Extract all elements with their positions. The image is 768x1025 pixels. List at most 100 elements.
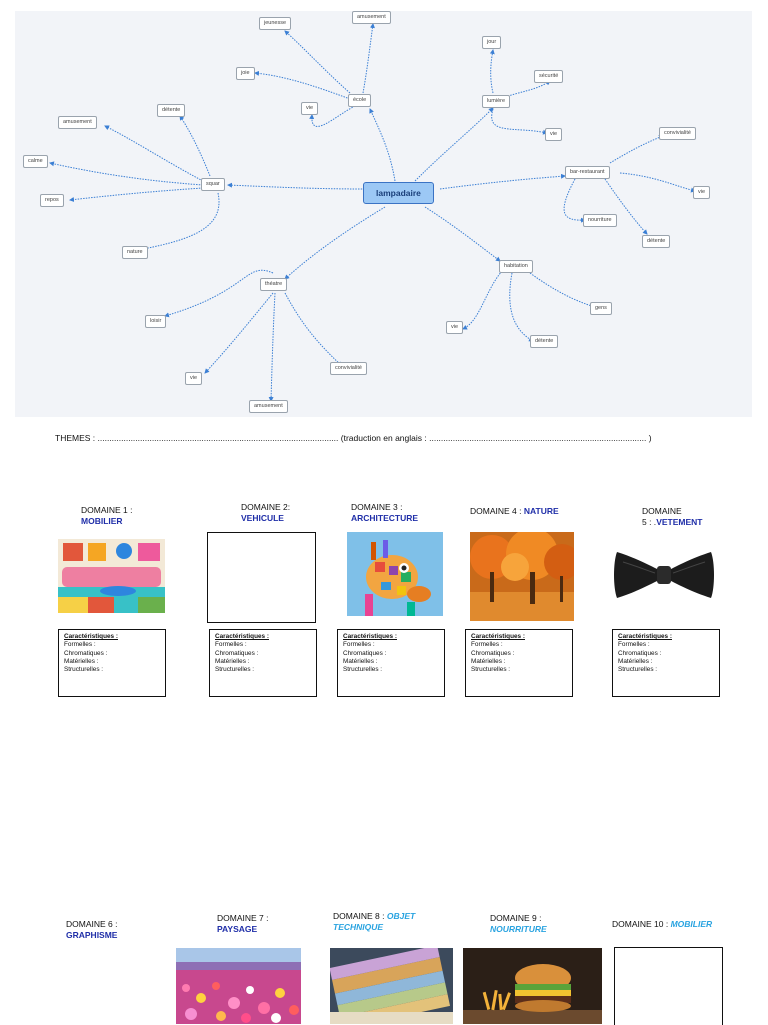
node-joie: joie xyxy=(236,67,255,80)
domain-1-name: MOBILIER xyxy=(81,515,123,526)
domain-8-name-2: TECHNIQUE xyxy=(333,921,384,932)
formelles-label: Formelles : xyxy=(343,641,375,649)
domain-3-prefix: DOMAINE 3 : xyxy=(351,502,403,512)
domain-6-title: DOMAINE 6 : GRAPHISME xyxy=(66,919,117,940)
structurelles-label: Structurelles : xyxy=(215,666,255,674)
node-vie-theatre: vie xyxy=(185,372,203,385)
domain-2-characteristics-box[interactable]: Caractéristiques : Formelles : Chromatiq… xyxy=(209,629,317,697)
domain-2-prefix: DOMAINE 2: xyxy=(241,502,291,512)
chromatiques-label: Chromatiques : xyxy=(215,649,259,657)
domain-4-image xyxy=(470,532,574,621)
link-ecole-vie xyxy=(309,105,356,127)
domain-7-image xyxy=(176,948,301,1024)
domain-1-prefix: DOMAINE 1 : xyxy=(81,505,133,515)
domain-3-title: DOMAINE 3 : ARCHITECTURE xyxy=(351,502,418,523)
node-convivialite-theatre: convivialité xyxy=(330,362,367,375)
link-habitation-detente xyxy=(509,272,534,342)
domain-6-name: GRAPHISME xyxy=(66,929,118,940)
colorful-sofa-image xyxy=(58,539,165,613)
domain-1-title: DOMAINE 1 : MOBILIER xyxy=(81,505,132,526)
node-securite: sécurité xyxy=(534,70,564,83)
formelles-label: Formelles : xyxy=(64,641,96,649)
link-central-habitation xyxy=(424,206,501,262)
node-gens: gens xyxy=(590,302,612,315)
formelles-label: Formelles : xyxy=(471,641,503,649)
node-detente-habitation: détente xyxy=(530,335,559,348)
domain-6-prefix: DOMAINE 6 : xyxy=(66,919,118,929)
domain-1-characteristics-box[interactable]: Caractéristiques : Formelles : Chromatiq… xyxy=(58,629,166,697)
domain-7-name: PAYSAGE xyxy=(217,923,258,934)
link-lumiere-vie xyxy=(491,108,548,135)
link-bar-convivialite xyxy=(609,135,664,164)
link-ecole-joie xyxy=(254,70,351,100)
central-node: lampadaire xyxy=(363,182,434,205)
link-lumiere-securite xyxy=(499,80,551,100)
characteristics-heading: Caractéristiques : xyxy=(64,633,118,640)
node-vie-lumiere: vie xyxy=(545,128,563,141)
domain-2-name: VEHICULE xyxy=(241,512,284,523)
chromatiques-label: Chromatiques : xyxy=(64,649,108,657)
node-detente-square: détente xyxy=(157,104,186,117)
domain-5-characteristics-box[interactable]: Caractéristiques : Formelles : Chromatiq… xyxy=(612,629,720,697)
domain-9-image xyxy=(463,948,602,1024)
link-square-repos xyxy=(69,187,204,203)
link-central-square xyxy=(227,182,366,190)
characteristics-heading: Caractéristiques : xyxy=(618,633,672,640)
domain-5-image xyxy=(611,540,717,608)
domain-2-title: DOMAINE 2: VEHICULE xyxy=(241,502,290,523)
domain-3-characteristics-box[interactable]: Caractéristiques : Formelles : Chromatiq… xyxy=(337,629,445,697)
link-square-detente xyxy=(179,115,211,177)
characteristics-heading: Caractéristiques : xyxy=(471,633,525,640)
domain-2-image-placeholder[interactable] xyxy=(207,532,316,623)
node-jour: jour xyxy=(482,36,502,49)
themes-line: THEMES : ...............................… xyxy=(55,433,652,443)
link-central-theatre xyxy=(284,206,386,280)
domain-5-name: VETEMENT xyxy=(656,516,703,527)
domain-5-prefix: DOMAINE xyxy=(642,506,682,516)
mind-map: lampadaire école jeunesse amusement joie… xyxy=(15,11,752,417)
node-vie-habitation: vie xyxy=(446,321,464,334)
structurelles-label: Structurelles : xyxy=(618,666,658,674)
domain-4-title: DOMAINE 4 : NATURE xyxy=(470,506,559,517)
link-central-lumiere xyxy=(414,107,494,182)
domain-9-name: NOURRITURE xyxy=(490,923,547,934)
black-bow-tie-image xyxy=(611,540,717,608)
node-detente-bar: détente xyxy=(642,235,671,248)
link-bar-nourriture xyxy=(563,178,586,223)
link-theatre-loisir xyxy=(164,269,274,318)
domain-10-prefix: DOMAINE 10 : xyxy=(612,919,669,929)
domain-8-name: OBJET xyxy=(386,911,416,921)
formelles-label: Formelles : xyxy=(215,641,247,649)
node-loisir: loisir xyxy=(145,315,167,328)
domain-4-characteristics-box[interactable]: Caractéristiques : Formelles : Chromatiq… xyxy=(465,629,573,697)
domain-10-title: DOMAINE 10 : MOBILIER xyxy=(612,919,712,930)
domain-10-image-placeholder[interactable] xyxy=(614,947,723,1025)
domain-10-name: MOBILIER xyxy=(670,919,713,929)
node-theatre: théatre xyxy=(260,278,288,291)
formelles-label: Formelles : xyxy=(618,641,650,649)
link-square-nature xyxy=(142,192,220,251)
node-vie-bar: vie xyxy=(693,186,711,199)
node-ecole: école xyxy=(348,94,372,107)
link-theatre-amusement xyxy=(268,292,276,402)
domain-7-prefix: DOMAINE 7 : xyxy=(217,913,269,923)
node-amusement-left: amusement xyxy=(58,116,97,129)
chromatiques-label: Chromatiques : xyxy=(618,649,662,657)
link-habitation-vie xyxy=(462,270,503,330)
structurelles-label: Structurelles : xyxy=(471,666,511,674)
structurelles-label: Structurelles : xyxy=(343,666,383,674)
flower-field-image xyxy=(176,948,301,1024)
domain-7-title: DOMAINE 7 : PAYSAGE xyxy=(217,913,268,934)
domain-9-prefix: DOMAINE 9 : xyxy=(490,913,542,923)
node-square: squar xyxy=(201,178,225,191)
domain-1-image xyxy=(58,539,165,613)
link-bar-vie xyxy=(619,172,696,193)
colorful-giraffe-art-image xyxy=(347,532,443,616)
materielles-label: Matérielles : xyxy=(618,657,653,665)
domain-3-image xyxy=(347,532,443,616)
domain-8-prefix: DOMAINE 8 : xyxy=(333,911,385,921)
node-calme: calme xyxy=(23,155,48,168)
node-jeunesse: jeunesse xyxy=(259,17,292,30)
materielles-label: Matérielles : xyxy=(64,657,99,665)
structurelles-label: Structurelles : xyxy=(64,666,104,674)
